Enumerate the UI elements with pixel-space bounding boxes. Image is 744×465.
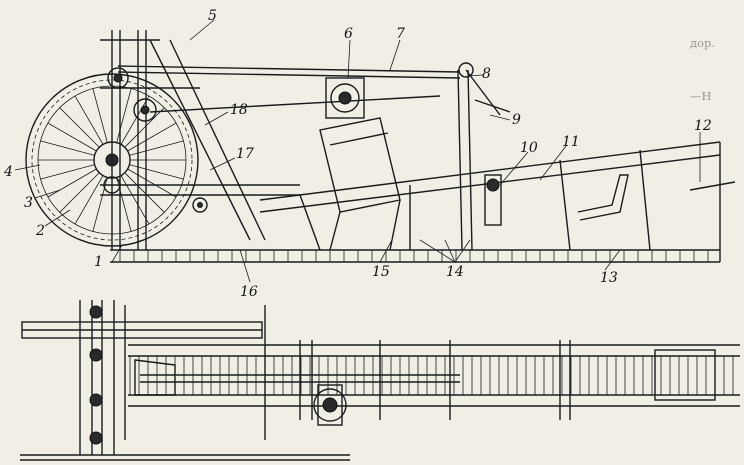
callout-8: 8 xyxy=(482,66,491,82)
callout-10: 10 xyxy=(520,140,538,156)
tie-rods xyxy=(117,65,461,113)
callout-13: 13 xyxy=(600,270,618,286)
bleed-line: —Н xyxy=(690,88,712,103)
callout-15: 15 xyxy=(372,264,390,280)
callout-6: 6 xyxy=(344,26,353,42)
callout-18: 18 xyxy=(230,102,248,118)
lever-assembly xyxy=(457,62,511,251)
callout-5: 5 xyxy=(208,8,217,24)
callout-3: 3 xyxy=(24,195,33,211)
bleed-line: дор. xyxy=(690,36,716,50)
callout-labels: 1 2 3 4 5 6 7 8 9 10 11 12 13 14 15 16 1… xyxy=(3,8,712,300)
callout-9: 9 xyxy=(512,112,521,128)
bleed-through-text: дор. —Н xyxy=(690,0,744,460)
plan-hubs xyxy=(89,305,347,445)
sprockets xyxy=(103,67,208,213)
conveyor-slats xyxy=(119,250,709,262)
rear-handle xyxy=(577,174,736,221)
callout-12: 12 xyxy=(694,118,712,134)
leader-lines xyxy=(14,19,701,283)
frame-left xyxy=(100,30,300,250)
callout-11: 11 xyxy=(562,134,580,150)
callout-1: 1 xyxy=(94,254,103,270)
callout-14: 14 xyxy=(446,264,464,280)
side-view xyxy=(14,19,736,283)
plan-view xyxy=(20,300,740,461)
elevator xyxy=(319,77,401,251)
callout-17: 17 xyxy=(236,146,254,162)
callout-7: 7 xyxy=(396,26,405,42)
callout-4: 4 xyxy=(3,164,13,180)
main-frame xyxy=(110,141,721,263)
callout-2: 2 xyxy=(35,223,45,239)
callout-16: 16 xyxy=(240,284,258,300)
